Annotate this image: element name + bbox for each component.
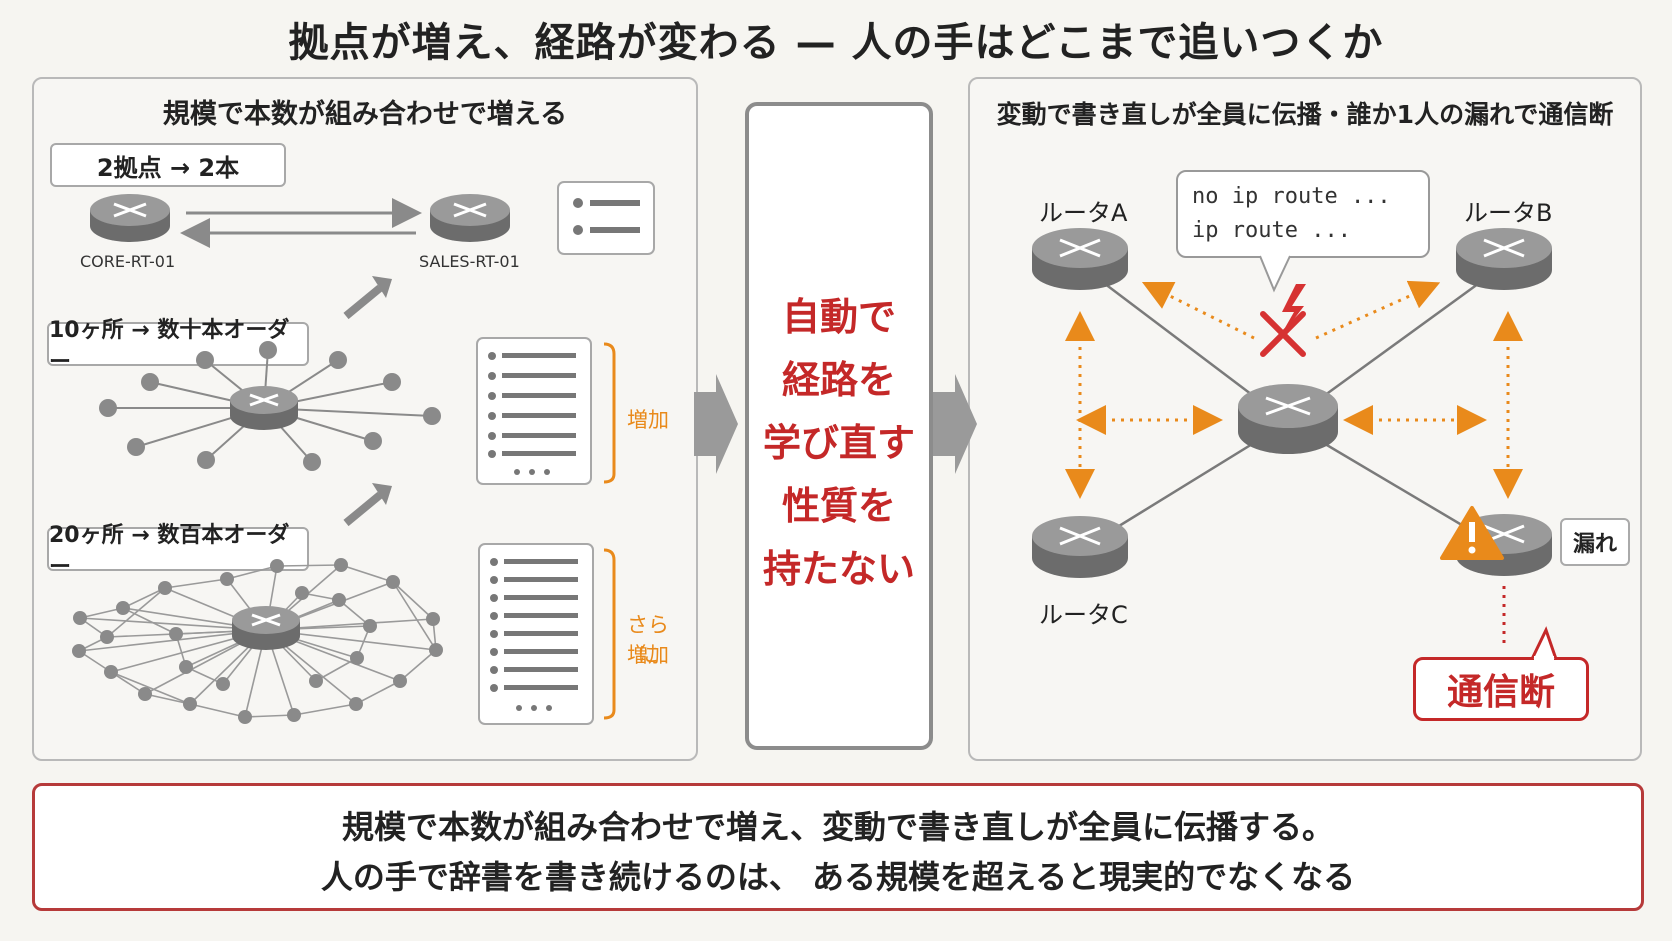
router-icon-c — [1032, 516, 1128, 578]
growth-arrow-2 — [343, 483, 392, 527]
router-icon-hub-10 — [230, 386, 298, 430]
right-panel-title: 変動で書き直しが全員に伝播・誰か1人の漏れで通信断 — [996, 100, 1614, 129]
outage-label: 通信断 — [1413, 657, 1589, 721]
row2-label: 10ヶ所 → 数十本オーダー — [47, 318, 309, 375]
left-panel-title: 規模で本数が組み合わせで増える — [162, 99, 568, 130]
config-speech-bubble: no ip route ... ip route ... — [1176, 170, 1430, 258]
router-c-label: ルータC — [1039, 601, 1128, 629]
router-icon-center — [1238, 384, 1338, 454]
center-line-4: 性質を — [781, 484, 896, 528]
warning-icon — [1440, 506, 1504, 560]
leak-label: 漏れ — [1560, 518, 1630, 566]
center-line-5: 持たない — [762, 547, 915, 591]
center-line-2: 経路を — [781, 358, 896, 402]
router-icon-core — [90, 194, 170, 242]
speech-line-1: no ip route ... — [1192, 184, 1391, 209]
center-line-1: 自動で — [781, 295, 896, 339]
summary-box: 規模で本数が組み合わせで増え、変動で書き直しが全員に伝播する。 人の手で辞書を書… — [32, 783, 1644, 911]
row3-increase-note-2: 増加 — [627, 643, 669, 667]
route-table-icon-small — [557, 181, 655, 255]
center-box: 自動で 経路を 学び直す 性質を 持たない — [745, 102, 933, 750]
bracket-medium — [603, 342, 616, 484]
router-b-label: ルータB — [1464, 199, 1553, 227]
flow-arrow-left — [694, 374, 738, 474]
summary-line-2: 人の手で辞書を書き続けるのは、 ある規模を超えると現実的でなくなる — [320, 858, 1356, 896]
growth-arrow-1 — [343, 276, 392, 320]
row3-label: 20ヶ所 → 数百本オーダー — [47, 523, 309, 580]
failure-x-icon — [1260, 311, 1306, 357]
propagation-arrows — [1065, 280, 1523, 499]
speech-line-2: ip route ... — [1192, 218, 1351, 243]
page-title: 拠点が増え、経路が変わる — 人の手はどこまで追いつくか — [288, 20, 1384, 66]
speech-bubble-tail — [1259, 255, 1291, 293]
flow-arrow-right — [933, 374, 977, 474]
router-a-label: ルータA — [1039, 199, 1128, 227]
row3-increase-note-1: さらに — [627, 613, 669, 667]
lightning-icon — [1278, 284, 1306, 340]
router-icon-hub-20 — [232, 606, 300, 650]
center-line-3: 学び直す — [762, 421, 915, 465]
router-icon-b — [1456, 228, 1552, 290]
router-icon-a — [1032, 228, 1128, 290]
route-table-icon-medium — [476, 337, 592, 485]
star-nodes-10 — [99, 341, 441, 471]
row1-label: 2拠点 → 2本 — [50, 143, 286, 187]
route-table-icon-large — [478, 543, 594, 725]
summary-line-1: 規模で本数が組み合わせで増え、変動で書き直しが全員に伝播する。 — [341, 808, 1334, 846]
router-label-sales: SALES-RT-01 — [419, 252, 520, 271]
router-icon-sales — [430, 194, 510, 242]
bracket-large — [603, 548, 616, 720]
outage-bubble-tail — [1530, 626, 1558, 660]
router-label-core: CORE-RT-01 — [80, 252, 176, 271]
mesh-nodes-20 — [72, 558, 443, 724]
row2-increase-note: 増加 — [627, 408, 669, 432]
